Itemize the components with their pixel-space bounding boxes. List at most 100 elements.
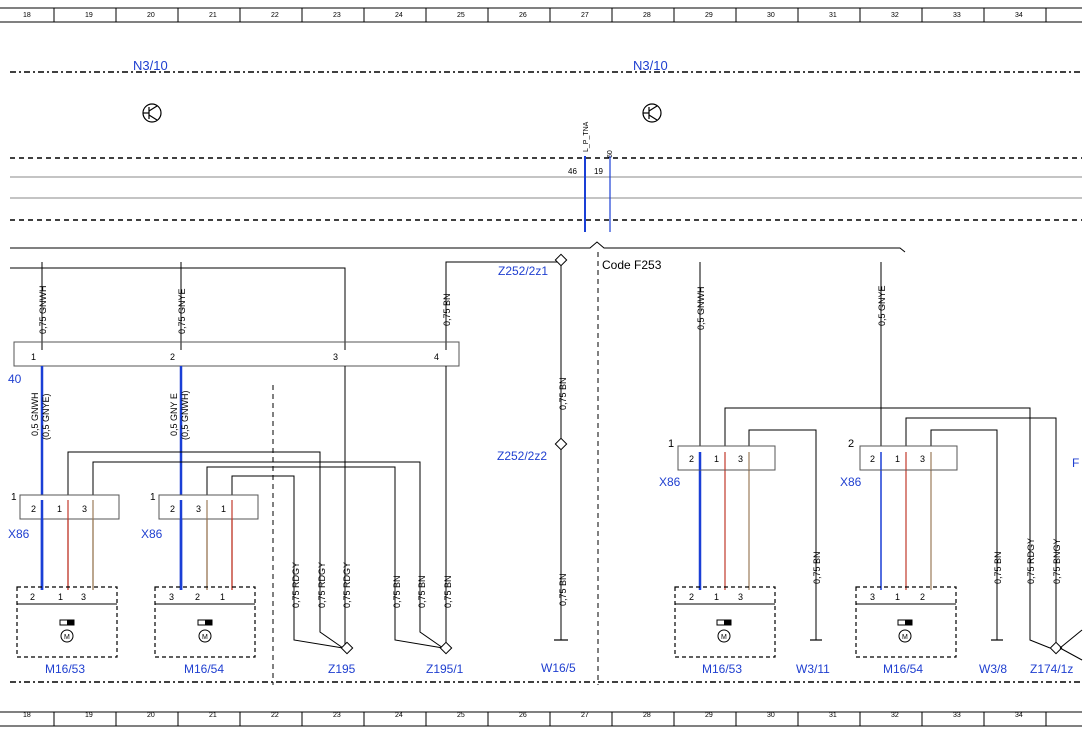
- pin-number: 2: [689, 454, 694, 464]
- svg-text:2: 2: [920, 592, 925, 602]
- wire-label-bn: 0,75 BN: [812, 551, 822, 584]
- pin-number: 1: [221, 504, 226, 514]
- grid-column-label: 32: [891, 12, 899, 19]
- wire-black: [905, 417, 1057, 645]
- wire-label-gnwh: 0,75 GNWH: [38, 285, 48, 334]
- component-label-m16-54: M16/54: [883, 662, 923, 676]
- grid-column-label: 24: [395, 712, 403, 719]
- transistor-icon: [642, 103, 662, 123]
- pin-number: 2: [31, 504, 36, 514]
- ground-label-w3-8: W3/8: [979, 662, 1007, 676]
- pin-number: 1: [31, 352, 36, 362]
- pin-number: 2: [170, 504, 175, 514]
- svg-text:3: 3: [870, 592, 875, 602]
- wire-label-gnye: 0,5 GNYE: [877, 285, 887, 326]
- wire-label-rdgy: 0,75 RDGY: [291, 562, 301, 608]
- wire-black: [930, 429, 998, 640]
- wire-label-bn: 0,75 BN: [392, 575, 402, 608]
- wire-label-gnwh: 0,5 GNWH: [696, 286, 706, 330]
- splice-node: [554, 437, 568, 451]
- pin-number: 1: [714, 454, 719, 464]
- component-label-m16-54: M16/54: [184, 662, 224, 676]
- splice-label-z195: Z195: [328, 662, 356, 676]
- grid-column-label: 30: [767, 12, 775, 19]
- module-label-n310-right: N3/10: [633, 58, 668, 73]
- wire-label-rdgy: 0,75 RDGY: [317, 562, 327, 608]
- wire-label-bngy: 0,75 BNGY: [1052, 538, 1062, 584]
- grid-column-label: 26: [519, 12, 527, 19]
- wire-label-gnye: 0,75 GNYE: [177, 288, 187, 334]
- svg-text:1: 1: [58, 592, 63, 602]
- splice-node: [340, 641, 354, 655]
- ground-label-w3-11: W3/11: [796, 662, 830, 676]
- svg-text:3: 3: [169, 592, 174, 602]
- grid-column-label: 22: [271, 712, 279, 719]
- wire-black: [445, 261, 558, 350]
- splice-label-z174: Z174/1z: [1030, 662, 1073, 676]
- svg-text:1: 1: [714, 592, 719, 602]
- wire-label-gnwh-alt: (0,5 GNWH): [180, 390, 190, 440]
- connector-label-x86: X86: [840, 475, 862, 489]
- connector-x86: [19, 494, 120, 520]
- grid-column-label: 32: [891, 712, 899, 719]
- wire-label-bn: 0,75 BN: [417, 575, 427, 608]
- connector-label-x86: X86: [659, 475, 681, 489]
- splice-node: [439, 641, 453, 655]
- wire-label-bn: 0,75 BN: [442, 293, 452, 326]
- wire-black: [67, 451, 344, 649]
- grid-column-label: 18: [23, 12, 31, 19]
- wire-black: [724, 407, 1051, 649]
- grid-column-label: 23: [333, 12, 341, 19]
- grid-column-label: 28: [643, 12, 651, 19]
- signal-label-60: 60: [607, 150, 614, 158]
- connector-x86: [677, 445, 776, 471]
- wire-label-rdgy: 0,75 RDGY: [1026, 538, 1036, 584]
- grid-column-label: 19: [85, 712, 93, 719]
- connector-index: 2: [848, 438, 854, 450]
- svg-text:2: 2: [30, 592, 35, 602]
- motor-icon: M: [902, 634, 908, 641]
- wire-label-bn: 0,75 BN: [558, 573, 568, 606]
- pin-number: 2: [170, 352, 175, 362]
- grid-column-label: 29: [705, 712, 713, 719]
- grid-column-label: 29: [705, 12, 713, 19]
- grid-column-label: 26: [519, 712, 527, 719]
- connector-label-x86: X86: [8, 527, 30, 541]
- svg-text:2: 2: [195, 592, 200, 602]
- wire-black: [206, 466, 444, 649]
- grid-column-label: 22: [271, 12, 279, 19]
- wire-label-gnye: 0,5 GNY E: [169, 393, 179, 436]
- pin-number: 1: [895, 454, 900, 464]
- grid-column-label: 33: [953, 712, 961, 719]
- grid-column-label: 28: [643, 712, 651, 719]
- left-edge-label: 40: [8, 372, 22, 386]
- splice-label-z195-1: Z195/1: [426, 662, 464, 676]
- grid-column-label: 18: [23, 712, 31, 719]
- connector-index: 1: [668, 438, 674, 450]
- pin-number: 3: [82, 504, 87, 514]
- wire-label-bn: 0,75 BN: [443, 575, 453, 608]
- wire-black: [748, 429, 817, 640]
- grid-column-label: 34: [1015, 12, 1023, 19]
- connector-bar: [13, 341, 460, 367]
- wire-label-rdgy: 0,75 RDGY: [342, 562, 352, 608]
- motor-m16-54-right: 3 1 2 M: [855, 586, 957, 658]
- splice-node: [554, 253, 568, 267]
- splice-node: [1049, 641, 1063, 655]
- pin-number: 3: [196, 504, 201, 514]
- grid-column-label: 20: [147, 712, 155, 719]
- splice-label-z252-2z1: Z252/2z1: [498, 264, 548, 278]
- wire-label-bn: 0,75 BN: [993, 551, 1003, 584]
- grid-column-label: 34: [1015, 712, 1023, 719]
- connector-label-x86: X86: [141, 527, 163, 541]
- pin-number: 3: [920, 454, 925, 464]
- wire-label-gnwh: 0,5 GNWH: [30, 392, 40, 436]
- grid-column-label: 20: [147, 12, 155, 19]
- grid-column-label: 21: [209, 12, 217, 19]
- grid-column-label: 31: [829, 712, 837, 719]
- pin-number: 1: [57, 504, 62, 514]
- pin-number: 4: [434, 352, 439, 362]
- pin-number: 2: [870, 454, 875, 464]
- grid-column-label: 33: [953, 12, 961, 19]
